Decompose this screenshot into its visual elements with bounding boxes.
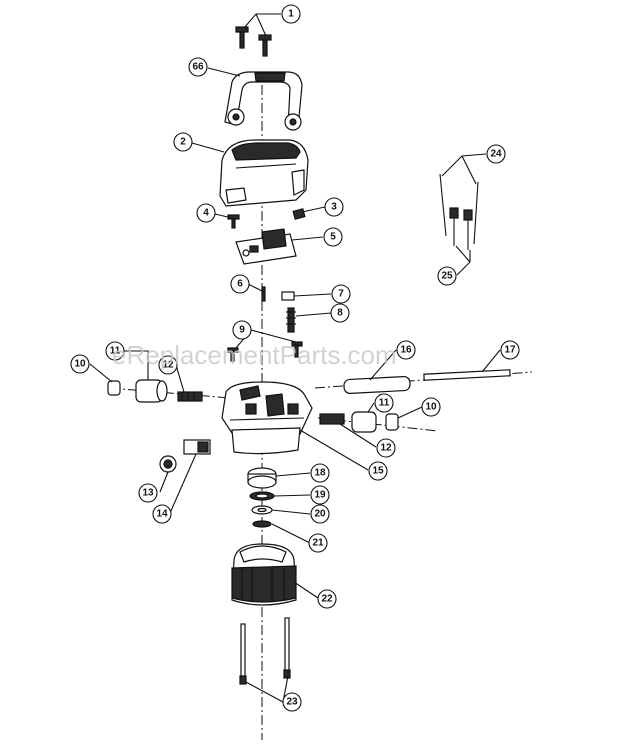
part-11-brush-holder-right [351, 411, 377, 433]
part-12-brush-right [319, 413, 345, 425]
part-13-knob [159, 455, 177, 473]
callout-3: 3 [324, 197, 344, 217]
callout-label: 3 [331, 202, 337, 213]
part-15-motor-housing [221, 381, 313, 455]
part-12-brush-left [177, 391, 203, 402]
part-16-tube [343, 375, 411, 395]
callout-label: 23 [286, 697, 298, 708]
callout-7: 7 [331, 284, 351, 304]
callout-21: 21 [308, 533, 328, 553]
part-1-screws [235, 26, 272, 57]
part-18-bearing [247, 467, 277, 489]
part-24-wires [439, 173, 479, 245]
callout-label: 1 [288, 9, 294, 20]
callout-label: 22 [321, 594, 333, 605]
callout-9: 9 [232, 320, 252, 340]
callout-label: 6 [237, 279, 243, 290]
callout-4: 4 [196, 203, 216, 223]
callout-label: 21 [312, 538, 324, 549]
callout-10-left: 10 [70, 354, 90, 374]
callout-label: 15 [372, 466, 384, 477]
callout-label: 5 [330, 232, 336, 243]
callout-20: 20 [310, 504, 330, 524]
callout-18: 18 [310, 463, 330, 483]
part-22-stator [231, 543, 297, 606]
callout-label: 18 [314, 468, 326, 479]
callout-label: 12 [380, 443, 392, 454]
callout-12-left: 12 [158, 355, 178, 375]
part-6-screw [261, 286, 266, 302]
callout-label: 9 [239, 325, 245, 336]
callout-5: 5 [323, 227, 343, 247]
part-21-clip [252, 520, 272, 528]
part-7-brush-holder [281, 291, 295, 301]
callout-17: 17 [500, 340, 520, 360]
callout-16: 16 [396, 340, 416, 360]
callout-10-right: 10 [421, 397, 441, 417]
callout-11-right: 11 [374, 393, 394, 413]
part-8-spring [286, 307, 296, 333]
callout-11-left: 11 [105, 341, 125, 361]
part-11-brush-holder-left [135, 379, 168, 403]
callout-25: 25 [437, 266, 457, 286]
callout-label: 7 [338, 289, 344, 300]
callout-label: 24 [490, 149, 502, 160]
callout-label: 66 [192, 62, 204, 73]
callout-23: 23 [282, 692, 302, 712]
callout-label: 8 [337, 308, 343, 319]
callout-6: 6 [230, 274, 250, 294]
part-9-screws [227, 341, 303, 362]
leader-lines [89, 13, 501, 703]
callout-15: 15 [368, 461, 388, 481]
part-19-washer [249, 491, 275, 501]
callout-24: 24 [486, 144, 506, 164]
callout-label: 4 [203, 208, 209, 219]
brush-axis-left [109, 387, 231, 399]
watermark-text: eReplacementParts.com [112, 340, 397, 370]
callout-label: 10 [425, 402, 437, 413]
callout-label: 14 [156, 509, 168, 520]
part-20-washer [251, 505, 273, 515]
callout-label: 12 [162, 360, 174, 371]
callout-14: 14 [152, 504, 172, 524]
callout-label: 11 [379, 398, 390, 409]
part-10-brush-cap-right [385, 413, 399, 431]
callout-label: 19 [314, 490, 326, 501]
callout-1: 1 [281, 4, 301, 24]
part-2-top-housing [219, 139, 309, 207]
callout-19: 19 [310, 485, 330, 505]
callout-label: 10 [74, 359, 86, 370]
callout-label: 13 [142, 488, 154, 499]
part-23-long-screws [239, 617, 291, 685]
callout-label: 17 [504, 345, 516, 356]
part-3-clip [292, 208, 306, 220]
part-14-switch-block [183, 439, 211, 455]
callout-label: 11 [110, 346, 121, 357]
part-25-terminals [449, 207, 473, 250]
callout-13: 13 [138, 483, 158, 503]
callout-8: 8 [330, 303, 350, 323]
part-10-brush-cap-left [107, 380, 121, 396]
callout-22: 22 [317, 589, 337, 609]
callout-label: 25 [441, 271, 453, 282]
callout-12-right: 12 [376, 438, 396, 458]
part-17-rod [423, 369, 511, 381]
part-5-switch-plate [235, 228, 297, 265]
callout-2: 2 [173, 132, 193, 152]
callout-label: 20 [314, 509, 326, 520]
callout-label: 2 [180, 137, 186, 148]
part-66-handle [224, 71, 303, 131]
callout-66: 66 [188, 57, 208, 77]
callout-label: 16 [400, 345, 412, 356]
